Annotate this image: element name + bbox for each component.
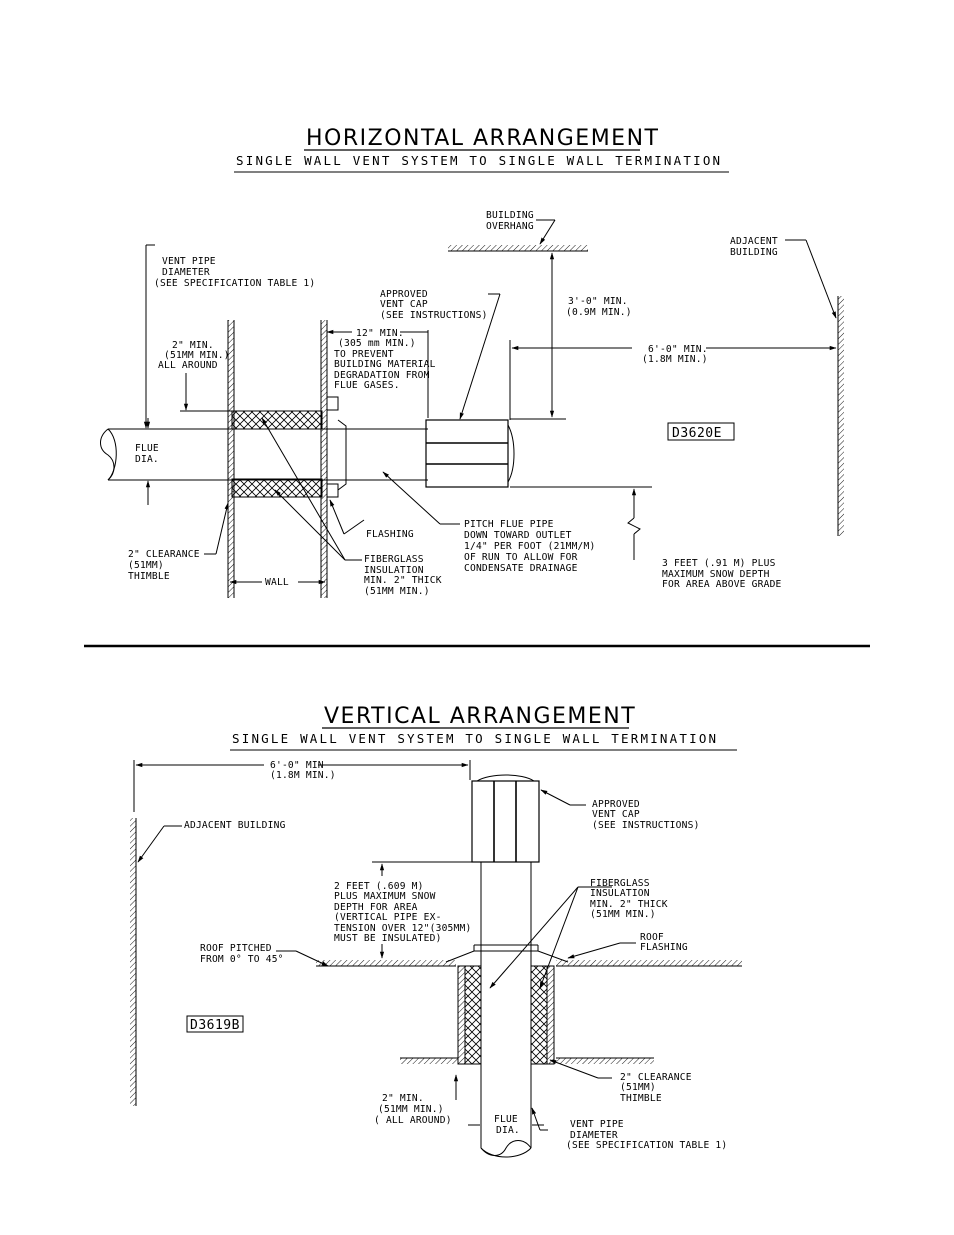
label-clearance-thimble: 2" CLEARANCE(51MM)THIMBLE — [620, 1072, 692, 1104]
wall — [227, 320, 328, 598]
building-overhang — [448, 245, 588, 252]
flue-pipe — [480, 862, 532, 1158]
roof — [316, 960, 742, 967]
drawing-code-horizontal: D3620E — [667, 422, 735, 441]
fiberglass-insulation — [457, 965, 555, 1065]
roof-flashing — [445, 944, 569, 963]
adjacent-building — [837, 296, 844, 536]
horizontal-arrangement: HORIZONTAL ARRANGEMENT SINGLE WALL VENT … — [100, 126, 844, 598]
label-min-all-around: 2" MIN.(51MM MIN.)ALL AROUND — [158, 340, 230, 371]
adjacent-building — [130, 818, 137, 1106]
vent-cap — [471, 774, 540, 863]
label-six-feet-min: 6'-0" MIN.(1.8M MIN.) — [642, 344, 708, 365]
svg-text:D3619B: D3619B — [190, 1018, 240, 1033]
label-flashing: FLASHING — [366, 529, 414, 540]
svg-text:D3620E: D3620E — [672, 426, 722, 441]
label-clearance-thimble: 2" CLEARANCE(51MM)THIMBLE — [128, 549, 200, 582]
label-wall: WALL — [265, 577, 289, 588]
horizontal-subtitle: SINGLE WALL VENT SYSTEM TO SINGLE WALL T… — [236, 153, 722, 168]
drawing-code-vertical: D3619B — [186, 1015, 244, 1033]
vertical-title: VERTICAL ARRANGEMENT — [324, 704, 636, 729]
label-six-feet-min: 6'-0" MIN(1.8M MIN.) — [270, 760, 336, 781]
label-three-feet-min: 3'-0" MIN.(0.9M MIN.) — [566, 296, 632, 318]
flashing — [327, 396, 347, 498]
horizontal-title: HORIZONTAL ARRANGEMENT — [306, 126, 659, 151]
vertical-subtitle: SINGLE WALL VENT SYSTEM TO SINGLE WALL T… — [232, 731, 718, 746]
label-adjacent-building: ADJACENT BUILDING — [184, 820, 286, 831]
vent-cap — [425, 419, 515, 488]
vertical-arrangement: VERTICAL ARRANGEMENT SINGLE WALL VENT SY… — [130, 704, 742, 1158]
label-min-all-around: 2" MIN.(51MM MIN.)( ALL AROUND) — [374, 1093, 452, 1126]
ceiling — [400, 1057, 654, 1064]
fiberglass-insulation — [231, 410, 323, 498]
